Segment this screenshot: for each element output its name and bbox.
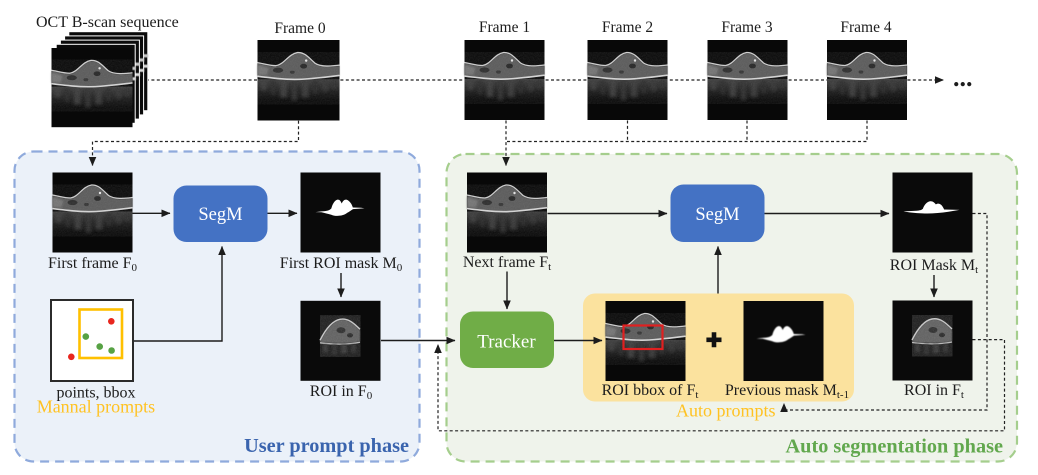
svg-text:User prompt phase: User prompt phase — [244, 435, 409, 457]
svg-text:SegM: SegM — [695, 205, 739, 225]
svg-text:ROI Mask Mt: ROI Mask Mt — [890, 257, 978, 276]
svg-text:Auto segmentation phase: Auto segmentation phase — [786, 436, 1003, 458]
svg-text:First frame F0: First frame F0 — [48, 255, 138, 274]
svg-text:points, bbox: points, bbox — [56, 385, 135, 402]
svg-text:Previous mask Mt-1: Previous mask Mt-1 — [725, 382, 849, 401]
svg-text:First ROI mask M0: First ROI mask M0 — [280, 255, 403, 274]
svg-text:ROI in F0: ROI in F0 — [310, 383, 373, 402]
svg-text:Frame 2: Frame 2 — [602, 19, 653, 36]
svg-text:OCT B-scan sequence: OCT B-scan sequence — [36, 14, 179, 31]
svg-text:Tracker: Tracker — [477, 332, 536, 353]
svg-text:SegM: SegM — [198, 205, 242, 225]
svg-text:Next frame Ft: Next frame Ft — [463, 254, 551, 273]
svg-text:Frame 4: Frame 4 — [840, 19, 891, 36]
svg-text:Frame 0: Frame 0 — [274, 20, 325, 37]
svg-text:...: ... — [953, 63, 973, 92]
svg-text:Frame 3: Frame 3 — [721, 19, 772, 36]
svg-text:ROI bbox of Ft: ROI bbox of Ft — [602, 382, 699, 401]
svg-text:Frame 1: Frame 1 — [479, 19, 530, 36]
svg-text:ROI in Ft: ROI in Ft — [904, 382, 964, 401]
svg-text:Mannal prompts: Mannal prompts — [37, 397, 156, 417]
svg-text:Auto prompts: Auto prompts — [676, 401, 776, 421]
